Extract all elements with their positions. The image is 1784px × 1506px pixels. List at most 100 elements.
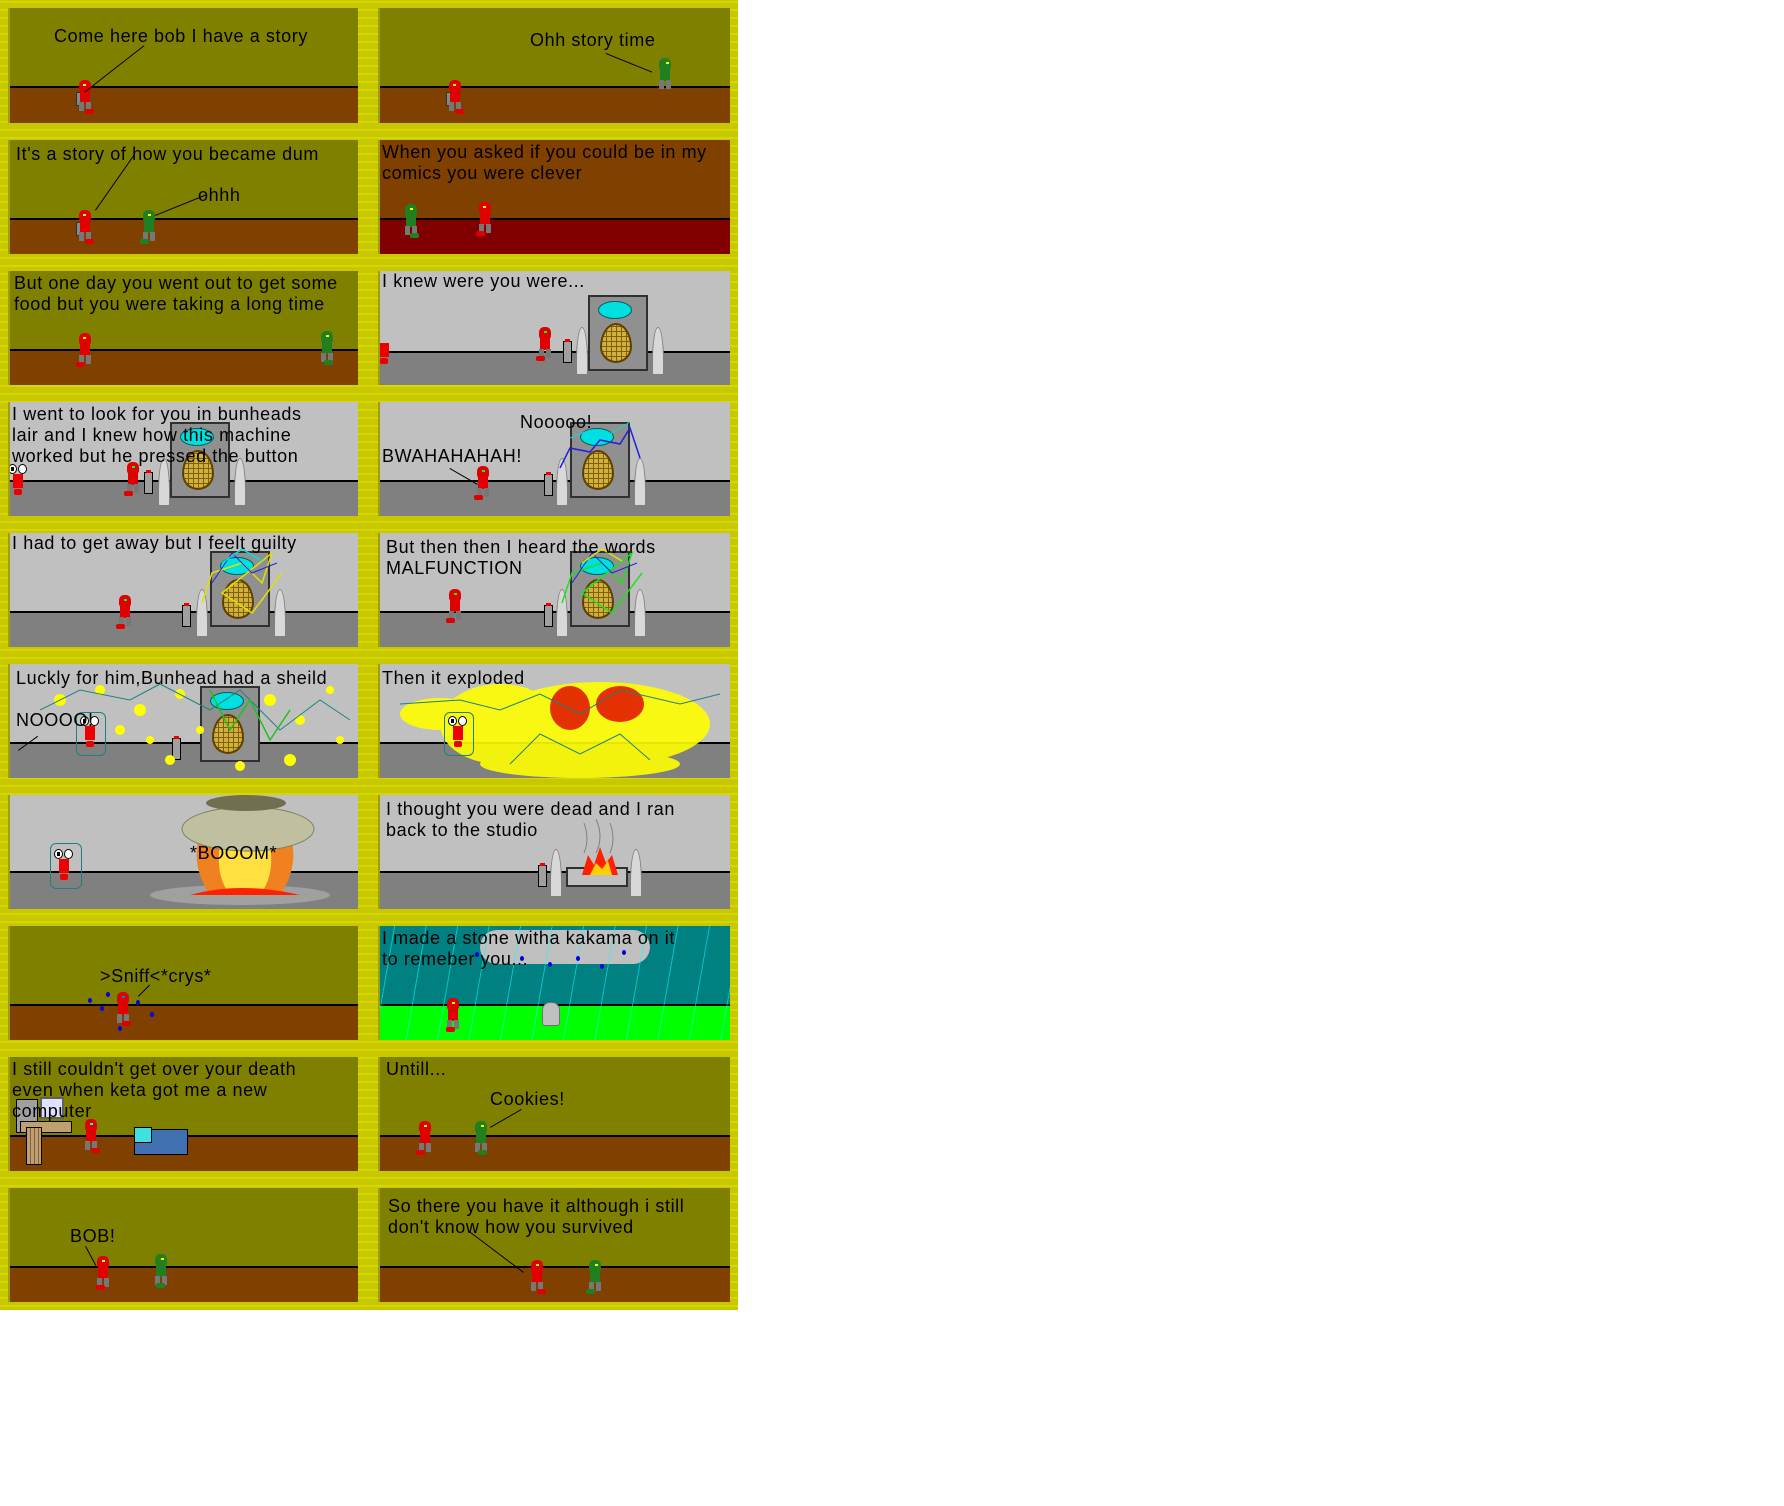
bunhead-character [448,716,468,750]
red-character [76,333,94,367]
capture-machine [210,551,270,627]
shield [444,712,474,756]
panel-caption: BWAHAHAHAH! [382,446,522,466]
panel-caption-secondary: ohhh [198,185,241,205]
panel-caption: Luckly for him,Bunhead had a sheild [16,668,328,688]
red-character [94,1256,112,1290]
explosion-cloud [399,682,721,778]
capture-machine [170,422,230,498]
panel-caption: But one day you went out to get some foo… [14,273,338,314]
pillow [134,1127,152,1143]
panel-caption: BOB! [70,1226,116,1246]
panel-caption: I thought you were dead and I ran back t… [386,799,675,840]
pillar [576,327,588,375]
panel-6: I knew were you were... [378,271,730,385]
rain-drop [622,950,626,955]
capture-machine [200,686,260,762]
bunhead-character [54,849,74,883]
green-character-bob [472,1121,490,1155]
panel-9: I had to get away but I feelt guilty [8,533,358,647]
red-character [476,202,494,236]
green-character-bob [402,204,420,238]
tear-drop [88,998,92,1003]
machine-button [172,736,181,760]
bunhead-character [380,333,394,367]
panel-caption-secondary: Nooooo! [520,412,593,432]
panel-caption: >Sniff<*crys* [100,966,212,986]
red-character [446,589,464,623]
red-character [416,1121,434,1155]
pillar [158,458,170,506]
tear-drop [100,1006,104,1011]
pillar [550,849,562,897]
capture-machine [588,295,648,371]
chair [26,1127,42,1165]
red-character [76,80,94,114]
machine-button [538,863,547,887]
tear-drop [136,1000,140,1005]
pillar [652,327,664,375]
panel-15: >Sniff<*crys* [8,926,358,1040]
panel-caption: So there you have it although i still do… [388,1196,685,1237]
panel-5: But one day you went out to get some foo… [8,271,358,385]
tear-drop [106,992,110,997]
rain-drop [548,962,552,967]
shield [50,843,82,889]
red-character [124,462,142,496]
machine-button [544,472,553,496]
machine-button [544,603,553,627]
rain-drop [475,952,479,957]
red-character [474,466,492,500]
explosion-sound: *BOOOM* [190,843,278,863]
pillar [234,458,246,506]
panel-caption-secondary: Cookies! [490,1089,565,1109]
panel-caption: I went to look for you in bunheads lair … [12,404,302,466]
panel-17: I still couldn't get over your death eve… [8,1057,358,1171]
panel-caption: Untill... [386,1059,447,1079]
green-character-bob [656,58,674,92]
panel-13: *BOOOM* [8,795,358,909]
panel-3: It's a story of how you became dum ohhh [8,140,358,254]
panel-2: Ohh story time [378,8,730,123]
red-character [446,80,464,114]
panel-18: Untill... Cookies! [378,1057,730,1171]
machine-button [144,470,153,494]
monitor [40,1097,64,1119]
panel-16: I made a stone witha kakama on it to rem… [378,926,730,1040]
panel-4: When you asked if you could be in my com… [378,140,730,254]
tear-drop [150,1012,154,1017]
panel-caption: I knew were you were... [382,271,585,291]
panel-caption: Come here bob I have a story [54,26,308,46]
panel-caption: But then then I heard the words MALFUNCT… [386,537,656,578]
red-character [76,210,94,244]
panel-1: Come here bob I have a story [8,8,358,123]
capture-machine [570,422,630,498]
red-character [444,998,462,1032]
machine-button [182,603,191,627]
red-character [536,327,554,361]
rain-drop [600,964,604,969]
rain-drop [520,956,524,961]
panel-12: Then it exploded [378,664,730,778]
machine-button [563,339,572,363]
panel-caption: Ohh story time [530,30,656,50]
tear-drop [118,1026,122,1031]
panel-caption: When you asked if you could be in my com… [382,142,707,183]
panel-8: BWAHAHAHAH! Nooooo! [378,402,730,516]
panel-14: I thought you were dead and I ran back t… [378,795,730,909]
destroyed-machine [566,867,628,887]
green-character-bob [152,1254,170,1288]
panel-caption: It's a story of how you became dum [16,144,319,164]
rain-drop [576,956,580,961]
red-character [82,1119,100,1153]
panel-11: Luckly for him,Bunhead had a sheild NOOO… [8,664,358,778]
pillar [630,849,642,897]
panel-20: So there you have it although i still do… [378,1188,730,1302]
memorial-stone-kakama [542,1002,560,1026]
mushroom-cloud [150,795,330,905]
panel-caption-secondary: NOOOO! [16,710,94,730]
bunhead-character [10,464,28,498]
red-character [528,1260,546,1294]
panel-19: BOB! [8,1188,358,1302]
panel-10: But then then I heard the words MALFUNCT… [378,533,730,647]
